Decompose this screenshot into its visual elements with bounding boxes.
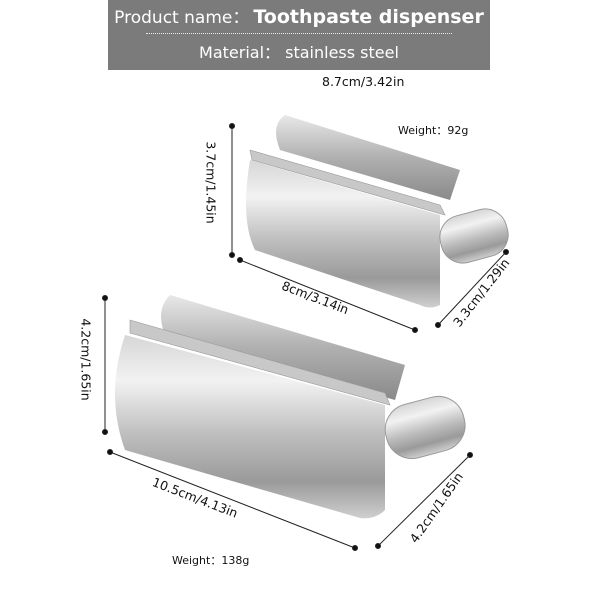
small-weight-label: Weight：92g: [398, 124, 469, 137]
title-banner: Product name：Toothpaste dispenser Materi…: [108, 0, 490, 70]
dimension-lines: [102, 123, 509, 551]
large-height-label: 4.2cm/1.65in: [78, 318, 94, 401]
small-height-label: 3.7cm/1.45in: [203, 141, 219, 224]
small-length-top-label: 8.7cm/3.42in: [322, 74, 405, 89]
product-name-label: Product name：: [114, 8, 250, 28]
divider: [146, 33, 452, 34]
large-weight-label: Weight：138g: [172, 554, 250, 567]
large-dispenser: [115, 295, 466, 519]
product-name: Toothpaste dispenser: [253, 6, 484, 28]
material-line: Material： stainless steel: [199, 43, 399, 62]
small-dispenser: [246, 115, 509, 308]
product-name-line: Product name：Toothpaste dispenser: [108, 3, 490, 28]
